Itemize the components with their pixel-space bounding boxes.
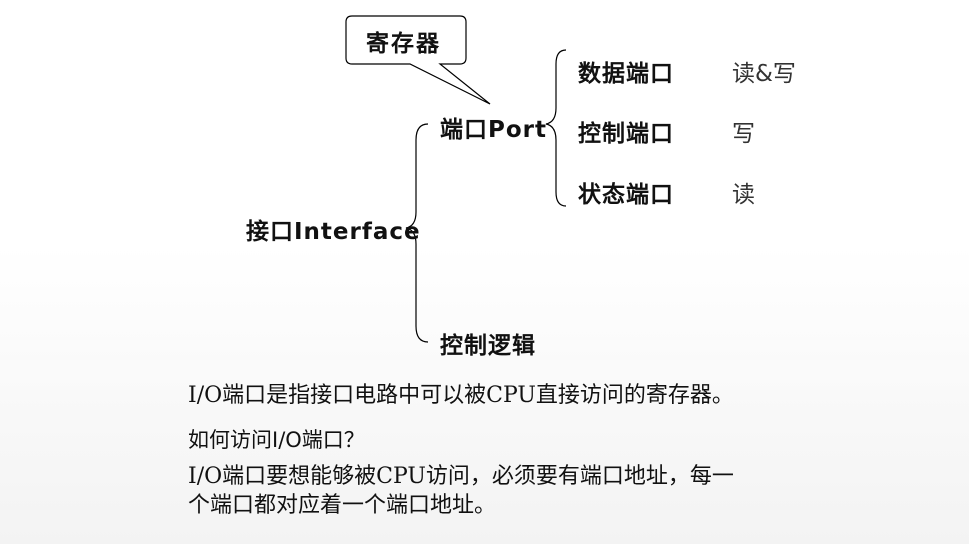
callout-bubble: [345, 15, 491, 105]
definition-text: I/O端口是指接口电路中可以被CPU直接访问的寄存器。: [188, 383, 734, 408]
port-control-name: 控制端口: [578, 121, 674, 147]
port-status-name: 状态端口: [578, 182, 674, 208]
port-data-name: 数据端口: [578, 61, 674, 87]
port-status-op: 读: [732, 182, 755, 208]
port-brace: [545, 49, 567, 207]
answer-line-1: I/O端口要想能够被CPU访问，必须要有端口地址，每一: [188, 464, 734, 489]
root-node-interface: 接口Interface: [246, 219, 421, 245]
question-text: 如何访问I/O端口？: [188, 428, 365, 452]
node-port: 端口Port: [440, 117, 547, 143]
root-brace: [405, 123, 429, 343]
answer-line-2: 个端口都对应着一个端口地址。: [188, 493, 497, 518]
callout-register: 寄存器: [366, 31, 441, 57]
port-data-op: 读&写: [732, 61, 796, 87]
port-control-op: 写: [732, 121, 755, 147]
node-control-logic: 控制逻辑: [440, 333, 536, 359]
